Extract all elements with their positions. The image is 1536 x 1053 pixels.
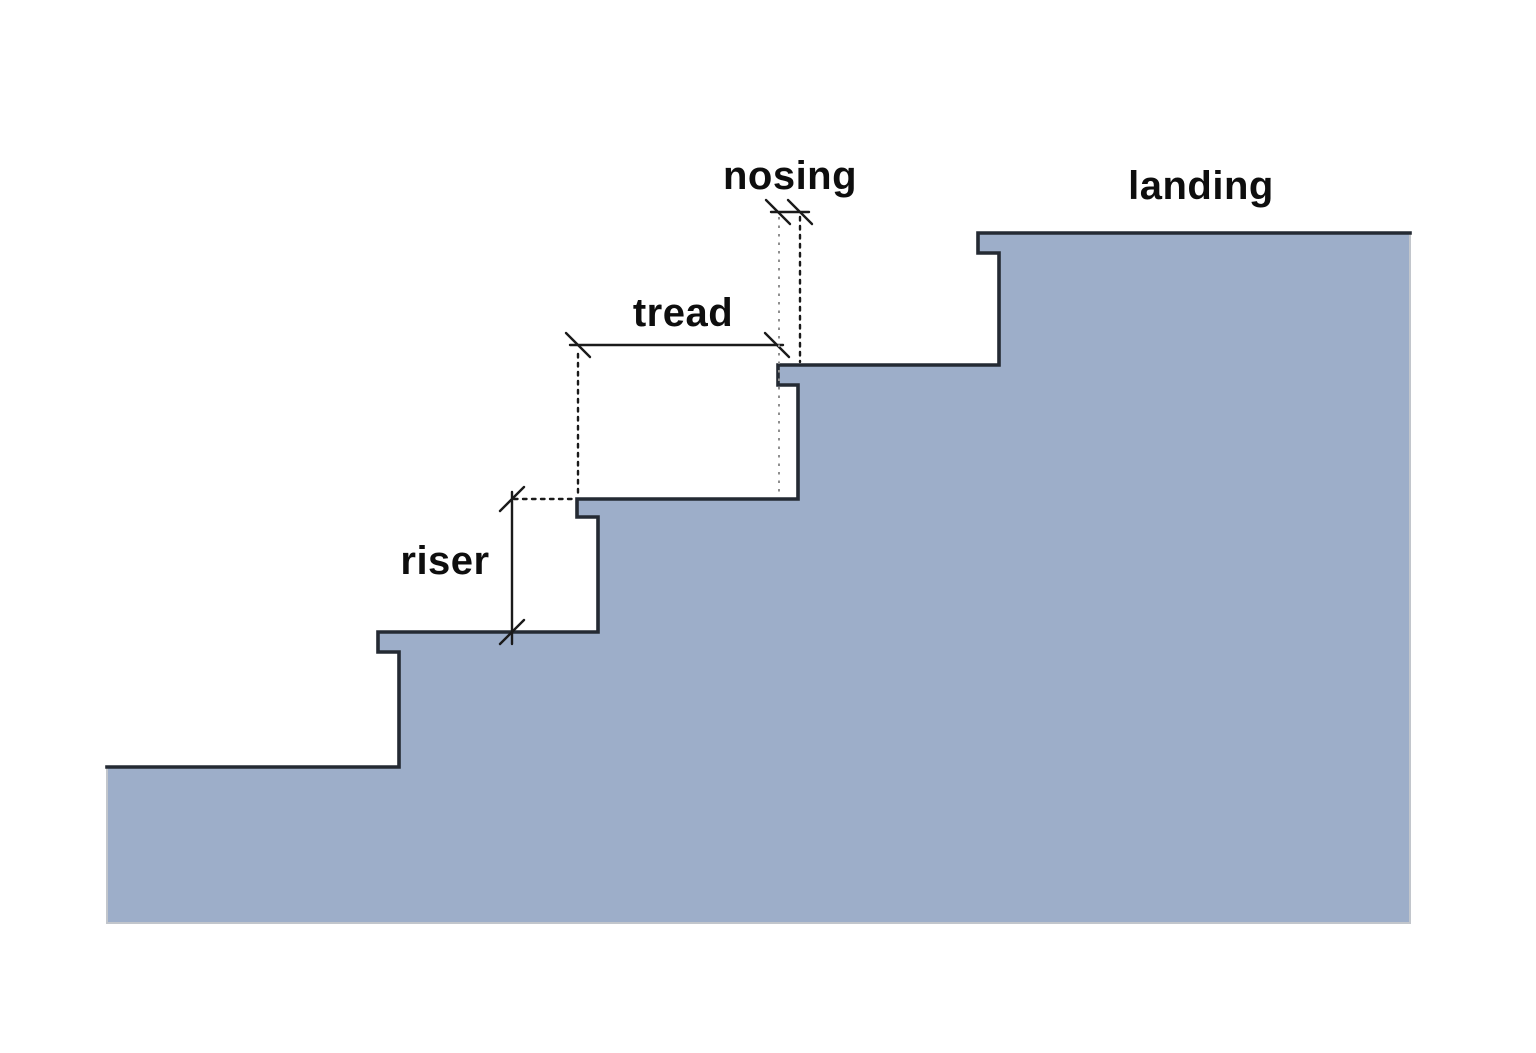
label-tread: tread <box>632 291 734 335</box>
riser-tick-top <box>498 485 526 513</box>
riser-tick-bottom <box>498 618 526 646</box>
label-riser: riser <box>400 539 490 583</box>
stair-profile-outline <box>105 231 1412 769</box>
tread-tick-right <box>763 331 791 359</box>
label-landing: landing <box>1128 164 1274 208</box>
tread-dimension <box>564 331 791 359</box>
label-nosing: nosing <box>722 154 858 198</box>
riser-dimension <box>498 352 580 646</box>
nosing-tick-left <box>764 198 792 226</box>
tread-tick-left <box>564 331 592 359</box>
nosing-dimension <box>764 198 814 364</box>
nosing-tick-right <box>786 198 814 226</box>
stair-body <box>106 232 1411 924</box>
